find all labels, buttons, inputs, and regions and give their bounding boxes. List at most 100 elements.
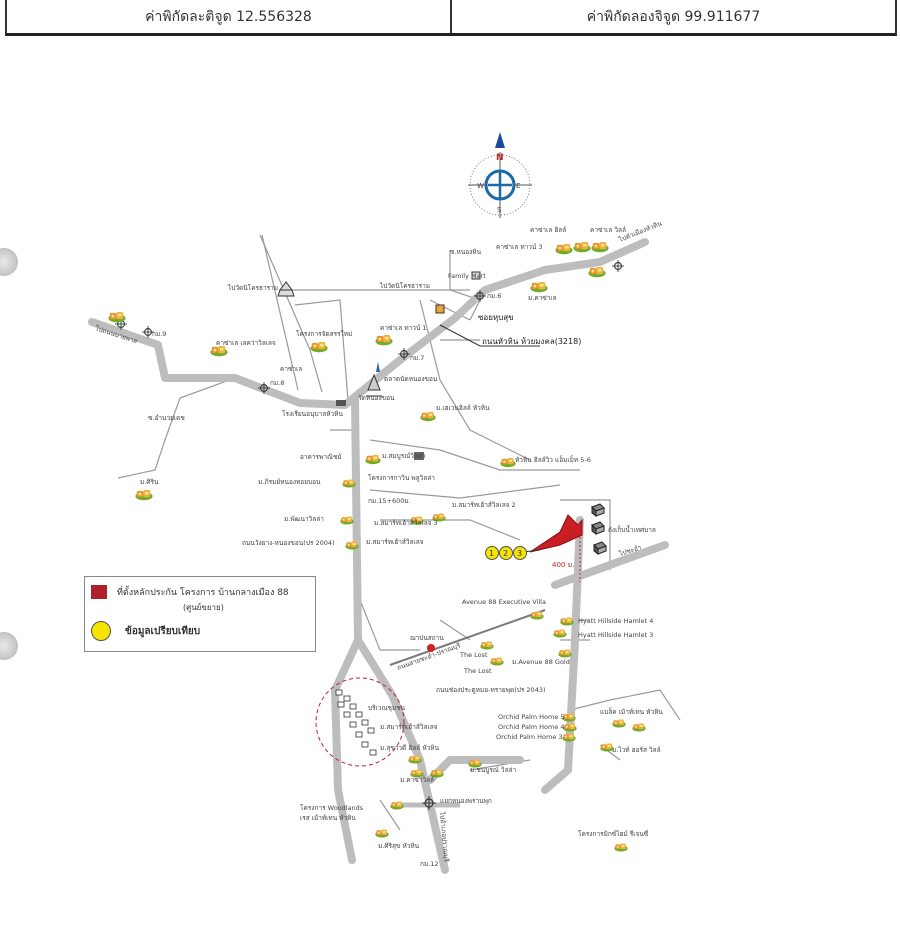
label-project: ม.คาซ่าเล [528, 294, 557, 302]
house-icon [562, 733, 576, 742]
label-project: ม.ภิรมย์หนองหอยบอน [258, 478, 321, 486]
comparable-2[interactable]: 2 [503, 549, 508, 558]
house-icon [375, 829, 389, 838]
water-tank-icon [591, 503, 605, 517]
house-icon [530, 282, 548, 293]
label-crematorium: ฌาปนสถาน [410, 634, 444, 642]
label-project: ม.ชนบูรณ์ วิลล่า [470, 766, 517, 774]
comparable-markers: 1 2 3 [485, 546, 527, 560]
label-junction: แยกหนองพรานพุก [440, 797, 492, 805]
label-project: คาซ่าเล วิลล์ [590, 226, 626, 234]
comparable-3[interactable]: 3 [517, 549, 522, 558]
road-cha-am [389, 609, 546, 666]
temple-icon [366, 373, 382, 397]
house-icon [108, 312, 126, 323]
label-project: Orchid Palm Home 3 [496, 733, 563, 741]
temple-icon [277, 281, 295, 297]
house-icon [490, 657, 504, 666]
label-km8: กม.8 [270, 379, 284, 387]
house-icon [135, 490, 153, 501]
label-project: โครงการกาวิน พลูวิลล่า [368, 474, 435, 482]
house-icon [563, 723, 577, 732]
house-icon [210, 346, 228, 357]
label-project: The Lost [459, 651, 488, 659]
house-icon [560, 617, 574, 626]
label-soi: ซอยหุบสุข [478, 313, 514, 322]
water-tank-icon [593, 541, 607, 555]
house-icon [588, 267, 606, 278]
label-project: Hyatt Hillside Hamlet 4 [578, 617, 653, 625]
house-icon [342, 479, 356, 488]
label-project: Avenue 88 Executive Villa [462, 598, 546, 606]
landmark-icon [376, 362, 380, 372]
label-water-tank: ถังเก็บน้ำเทศบาล [608, 525, 656, 534]
label-project: Orchid Palm Home 4 [498, 723, 565, 731]
compass-s: S [497, 206, 502, 214]
label-road-pr2004: ถนนวังยาง-หนองขอน(ปร 2004) [242, 539, 335, 547]
label-project: Hyatt Hillside Hamlet 3 [578, 631, 653, 639]
label-school: โรงเรียนอนุบาลหัวหิน [282, 410, 343, 418]
house-icon [390, 801, 404, 810]
house-icon [365, 455, 381, 465]
subject-site-marker[interactable] [529, 514, 583, 553]
label-km9: กม.9 [152, 330, 166, 338]
house-icon [420, 412, 436, 422]
label-project: คาซ่าเล เลคว่าวิลเลจ [216, 339, 276, 347]
house-icon [612, 719, 626, 728]
label-soi: ซ.อำนวยเดช [148, 414, 185, 422]
building-icon [414, 452, 424, 460]
label-road-3218: ถนนหัวหิน ห้วยมงคล(3218) [482, 337, 581, 346]
label-project: The Lost [463, 667, 492, 675]
label-project: Orchid Palm Home 5 [498, 713, 565, 721]
label-project: ม.Avenue 88 Gold [512, 658, 570, 666]
house-icon [530, 611, 544, 620]
water-tank-icon [591, 521, 605, 535]
label-to-wat: ไปวัดนิโครธาราม [227, 284, 278, 292]
label-project: โครงการจัดสรรใหม่ [296, 330, 352, 338]
house-icon [340, 516, 354, 525]
label-project: ม.สมาร์ทเฮ้าส์วิลเลจ 2 [452, 501, 516, 509]
compass-rose: N S E W [468, 132, 532, 218]
label-km7: กม.7 [410, 354, 424, 362]
label-project: โครงการ Woodlands [300, 804, 364, 812]
longitude-label: ค่าพิกัดลองจิจูด 99.911677 [450, 0, 895, 33]
label-project: ม.เฮเวนฮิลล์ หัวหิน [436, 404, 490, 412]
label-project: ม.ศิริสุข หัวหิน [378, 842, 420, 850]
label-project: เรส เม้าท์เทน หัวหิน [300, 814, 356, 822]
community-area [315, 677, 405, 767]
house-icon [614, 843, 628, 852]
label-km: กม.12 [420, 860, 439, 868]
compass-e: E [516, 182, 520, 190]
house-icon [553, 629, 567, 638]
label-km: กม.15+600ม. [368, 497, 411, 505]
label-soi-nong-hin: ซ.หนองหิน [450, 248, 482, 256]
label-project: ม.สุขาวดี ฮิลล์ หัวหิน [380, 744, 440, 752]
house-icon [591, 242, 609, 253]
house-icon [573, 242, 591, 253]
label-road-pr2043: ถนนช่องประตูหมอ-ทรายพุด(ปร 2043) [436, 686, 546, 694]
label-project: ม.พัฒนาวิลล่า [284, 515, 324, 523]
family-mart-icon [471, 271, 481, 280]
label-project: หัวหิน ฮิลล์วิว แอ็มเม็ท 5-6 [515, 455, 591, 464]
km-marker-icon [612, 260, 624, 272]
community-houses [335, 689, 377, 756]
school-icon [336, 400, 346, 406]
label-project: ม.สมาร์ทเฮ้าส์วิลเลจ [380, 723, 438, 731]
punch-hole [0, 248, 18, 276]
house-icon [480, 641, 494, 650]
latitude-label: ค่าพิกัดละติจูด 12.556328 [145, 8, 312, 25]
legend-comparable-label: ข้อมูลเปรียบเทียบ [125, 625, 201, 637]
house-icon [558, 649, 572, 658]
label-project: คาซ่าเล ทาวน์ 1 [380, 324, 427, 332]
punch-hole [0, 632, 18, 660]
label-wat: วัดหนองขอน [358, 394, 395, 402]
coordinates-header: ค่าพิกัดละติจูด 12.556328 ค่าพิกัดลองจิจ… [5, 0, 897, 36]
minor-roads [117, 234, 681, 831]
crematorium-icon [427, 644, 435, 652]
label-project: โครงการมิกซ์ไฮม์ รีเจนซี่ [578, 829, 649, 838]
house-icon [500, 458, 516, 468]
label-project: แบล็ค เม้าท์เทน หัวหิน [600, 707, 663, 716]
label-project: ม.ไวท์ ฮอร์ส วิลล์ [612, 746, 661, 754]
comparable-1[interactable]: 1 [489, 549, 494, 558]
